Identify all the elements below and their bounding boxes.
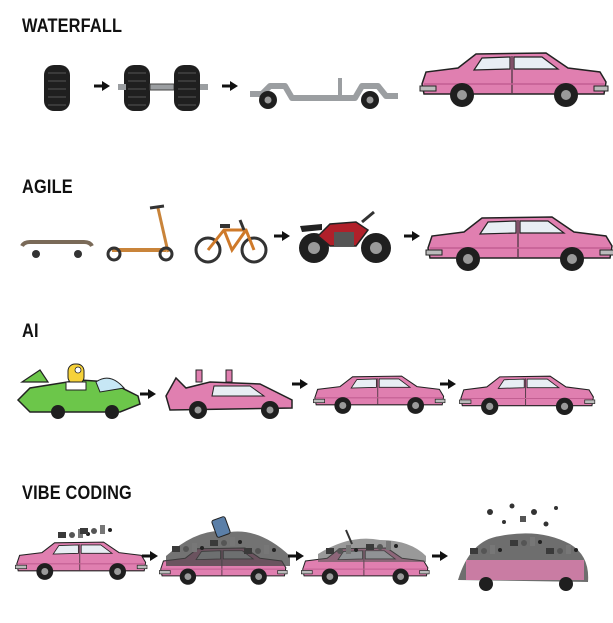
- scooter-icon: [106, 204, 174, 262]
- waterfall-row: [43, 52, 609, 112]
- agile-label: AGILE: [22, 177, 73, 198]
- cartoon-driver-icon: [65, 363, 87, 391]
- car-icon: [425, 216, 613, 272]
- arrow-icon: [290, 377, 310, 391]
- car-icon: [458, 375, 596, 416]
- car-with-junk-icon: [300, 529, 430, 586]
- agile-row: [20, 204, 613, 272]
- chassis-icon: [250, 78, 398, 109]
- arrow-icon: [286, 549, 306, 563]
- sports-car-icon: [165, 369, 293, 419]
- vibe-coding-label: VIBE CODING: [22, 483, 132, 504]
- waterfall-label: WATERFALL: [22, 16, 123, 37]
- axle-icon: [118, 64, 208, 112]
- skateboard-icon: [20, 240, 94, 258]
- vibe-coding-row: [14, 503, 589, 591]
- arrow-icon: [272, 229, 292, 243]
- ai-label: AI: [22, 321, 39, 342]
- bicycle-icon: [194, 219, 268, 264]
- flying-car-icon: [16, 363, 141, 419]
- arrow-icon: [92, 79, 112, 93]
- exploding-car-junk-icon: [458, 503, 589, 591]
- arrow-icon: [138, 387, 158, 401]
- car-icon: [312, 375, 446, 415]
- car-buried-in-junk-icon: [158, 516, 290, 586]
- arrow-icon: [402, 229, 422, 243]
- motorcycle-icon: [299, 210, 391, 263]
- car-icon: [419, 52, 609, 108]
- car-icon: [14, 525, 148, 581]
- ai-row: [16, 363, 596, 419]
- arrow-icon: [438, 377, 458, 391]
- wheel-icon: [43, 64, 71, 112]
- arrow-icon: [430, 549, 450, 563]
- arrow-icon: [220, 79, 240, 93]
